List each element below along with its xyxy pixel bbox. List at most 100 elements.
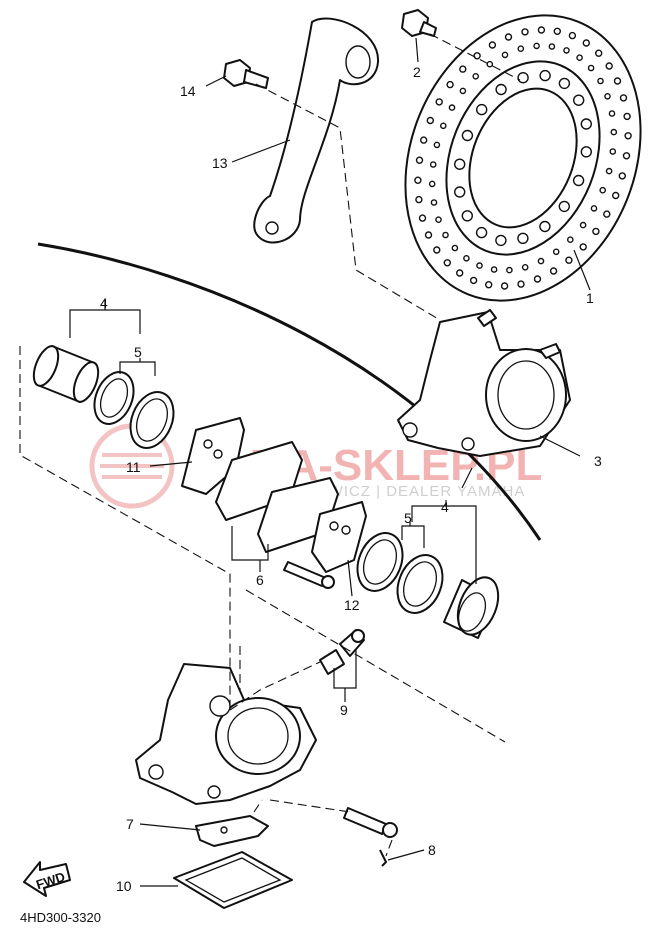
disc-hole <box>618 172 626 180</box>
disc-hole <box>454 158 466 170</box>
disc-hole <box>495 83 507 96</box>
disc-hole <box>549 267 558 275</box>
callout-6: 6 <box>256 572 264 588</box>
disc-hole <box>472 73 480 80</box>
arm-bolt <box>223 59 269 89</box>
disc-hole <box>448 104 456 111</box>
disc-hole <box>433 246 441 254</box>
disc-hole <box>500 282 509 290</box>
piston-seals-right <box>356 532 444 614</box>
disc-hole <box>612 191 620 200</box>
disc-hole <box>563 47 570 54</box>
disc-hole <box>459 65 467 73</box>
disc-hole <box>552 248 560 256</box>
disc-hole <box>558 200 570 213</box>
disc-hole <box>442 231 449 239</box>
disc-hole <box>435 98 443 106</box>
disc-hole <box>488 41 497 49</box>
disc-hole <box>501 51 509 59</box>
disc-hole <box>461 129 474 142</box>
disc-hole <box>572 174 585 187</box>
disc-hole <box>473 52 481 60</box>
disc-hole <box>623 112 631 121</box>
disc-hole <box>613 77 622 85</box>
disc-hole <box>565 256 573 264</box>
disc-hole <box>537 257 545 265</box>
disc-hole <box>533 275 542 283</box>
pad-spring <box>195 815 269 847</box>
disc-hole <box>590 205 598 212</box>
disc-hole <box>521 263 529 271</box>
disc-hole <box>609 148 617 155</box>
piston-seals-left <box>93 371 175 449</box>
callout-5-left: 5 <box>134 344 142 360</box>
caliper-cover <box>173 851 293 909</box>
disc-hole <box>435 216 442 223</box>
bleed-screw <box>319 629 365 675</box>
disc-hole <box>580 146 592 158</box>
disc-hole <box>454 186 466 198</box>
disc-hole <box>517 232 529 245</box>
callout-14: 14 <box>180 83 196 99</box>
disc-hole <box>430 199 438 206</box>
disc-hole <box>463 254 470 262</box>
callouts: 2 1 3 4 4 5 5 6 7 8 9 10 11 12 13 14 <box>100 64 602 894</box>
assembly-lines <box>19 33 521 857</box>
piston-left <box>32 345 100 403</box>
callout-2: 2 <box>413 64 421 80</box>
disc-hole <box>506 266 513 274</box>
disc-hole <box>485 281 493 289</box>
disc-hole <box>624 132 632 140</box>
caliper-pin <box>343 807 398 867</box>
disc-hole <box>475 226 488 239</box>
group-brackets <box>69 300 477 702</box>
disc-hole <box>579 243 587 251</box>
disc-hole <box>568 31 577 40</box>
disc-hole <box>476 103 488 116</box>
disc-hole <box>517 71 529 84</box>
callout-4-right: 4 <box>441 499 449 515</box>
disc-hole <box>592 227 600 236</box>
disc-hole <box>567 236 574 243</box>
disc-hole <box>619 94 628 102</box>
disc-hole <box>595 49 603 57</box>
callout-12: 12 <box>344 597 360 613</box>
disc-hole <box>597 77 604 85</box>
callout-10: 10 <box>116 878 132 894</box>
disc-holes <box>414 26 632 290</box>
disc-hole <box>599 186 607 194</box>
disc-hole <box>517 45 525 53</box>
disc-hole <box>504 33 513 41</box>
disc-hole <box>587 64 595 72</box>
disc-hole <box>608 110 616 117</box>
piston-right <box>443 576 500 639</box>
rear-caliper-assembly <box>397 309 571 457</box>
disc-hole <box>415 195 423 204</box>
fwd-arrow-icon: FWD <box>23 861 71 897</box>
disc-hole <box>576 54 583 62</box>
disc-hole <box>548 43 556 50</box>
torque-arm <box>253 17 380 244</box>
pad-pin <box>283 561 335 589</box>
disc-hole <box>533 42 540 50</box>
disc-hole <box>605 62 613 70</box>
disc-hole <box>451 244 459 252</box>
disc-hole <box>539 69 551 82</box>
disc-hole <box>603 210 611 218</box>
disc-hole <box>426 116 434 125</box>
disc-hole <box>418 214 427 222</box>
disc-hole <box>446 80 454 89</box>
callout-8: 8 <box>428 842 436 858</box>
disc-hole <box>539 220 551 233</box>
callout-5-right: 5 <box>404 510 412 526</box>
disc-hole <box>610 128 618 136</box>
disc-hole <box>424 231 433 239</box>
callout-7: 7 <box>126 816 134 832</box>
disc-hole <box>521 28 529 36</box>
disc-hole <box>490 266 498 273</box>
disc-hole <box>469 276 478 285</box>
disc-hole <box>495 234 507 247</box>
disc-hole <box>605 167 613 175</box>
brake-disc <box>404 14 642 302</box>
